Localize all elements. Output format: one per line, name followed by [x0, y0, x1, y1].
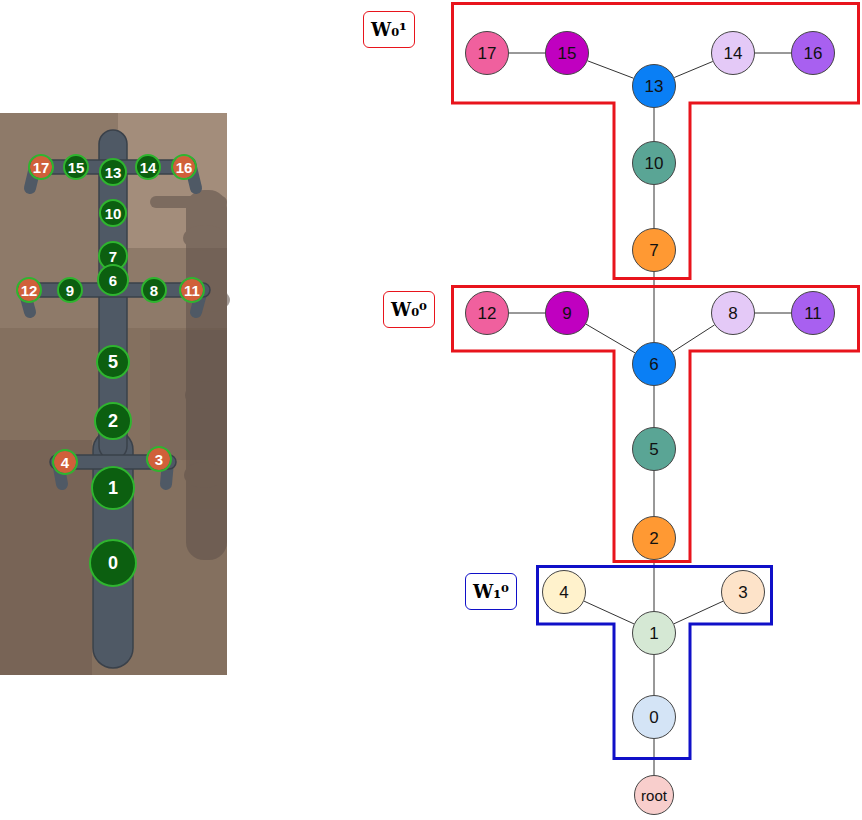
joint-number: 15 — [558, 45, 577, 62]
callout-number: 11 — [179, 277, 205, 303]
callout-number: 12 — [16, 277, 43, 304]
joint-node: 17 — [465, 31, 509, 75]
joint-node: 15 — [545, 31, 589, 75]
weight-label: W₀⁰ — [383, 291, 435, 328]
joint-number: 17 — [478, 45, 497, 62]
joint-number: 10 — [645, 155, 664, 172]
joint-node: 6 — [632, 342, 676, 386]
tree-edge — [674, 601, 723, 624]
callout-number: 5 — [96, 345, 130, 379]
joint-number: 9 — [562, 305, 571, 322]
tree-edge — [509, 313, 545, 314]
callout-number: 8 — [141, 277, 167, 303]
joint-number: 4 — [559, 584, 568, 601]
joint-node: root — [634, 775, 674, 815]
callout-number: 16 — [171, 154, 198, 181]
joint-node: 13 — [632, 64, 676, 108]
joint-node: 14 — [711, 31, 755, 75]
joint-number: 12 — [478, 305, 497, 322]
joint-node: 8 — [711, 291, 755, 335]
joint-node: 2 — [632, 516, 676, 560]
joint-number: 7 — [649, 242, 658, 259]
tree-edge — [586, 324, 635, 353]
tree-edge — [654, 386, 655, 427]
group-outline-path — [453, 4, 859, 279]
weight-label: W₀¹ — [363, 11, 415, 48]
tree-edge — [672, 325, 714, 352]
joint-node: 12 — [465, 291, 509, 335]
group-outline-path — [538, 567, 772, 759]
tree-edge — [584, 601, 634, 624]
tree-edge — [674, 61, 712, 77]
weight-group: W₀¹1715141613107 — [451, 2, 860, 280]
joint-number: 14 — [724, 45, 743, 62]
tree-edge — [509, 53, 545, 54]
joint-number: 6 — [649, 356, 658, 373]
joint-node: 11 — [791, 291, 835, 335]
callout-number: 2 — [94, 402, 132, 440]
weight-group: W₀⁰129811652 — [451, 285, 860, 563]
weight-label: W₁⁰ — [465, 573, 517, 610]
joint-node: 16 — [791, 31, 835, 75]
tree-edge — [654, 655, 655, 695]
callout-number: 9 — [57, 277, 83, 303]
callout-number: 4 — [52, 449, 78, 475]
callout-number: 13 — [99, 158, 127, 186]
joint-node: 1 — [632, 611, 676, 655]
tree-edge — [755, 313, 791, 314]
weight-group: W₁⁰4310 — [536, 565, 773, 760]
joint-number: 5 — [649, 441, 658, 458]
tree-edge — [755, 53, 791, 54]
callout-number: 15 — [63, 154, 90, 181]
joint-number: 1 — [649, 625, 658, 642]
joint-node: 0 — [632, 695, 676, 739]
tree-edge — [654, 471, 655, 516]
tree-edge — [654, 108, 655, 141]
callout-number: 17 — [28, 154, 55, 181]
callout-number: 6 — [97, 264, 129, 296]
callout-number: 14 — [135, 154, 162, 181]
tree-edge — [654, 272, 655, 342]
callout-number: 1 — [91, 466, 135, 510]
tree-edge — [654, 185, 655, 228]
group-outline-path — [453, 287, 859, 562]
joint-node: 3 — [721, 570, 765, 614]
joint-number: 11 — [804, 305, 822, 322]
callout-number: 10 — [99, 199, 127, 227]
joint-number: 8 — [728, 305, 737, 322]
joint-node: 5 — [632, 427, 676, 471]
joint-node: 7 — [632, 228, 676, 272]
joint-number: 13 — [645, 78, 664, 95]
joint-node: 4 — [542, 570, 586, 614]
joint-number: 3 — [738, 584, 747, 601]
joint-number: root — [641, 788, 667, 803]
joint-number: 2 — [649, 530, 658, 547]
callout-number: 3 — [146, 446, 172, 472]
joint-node: 9 — [545, 291, 589, 335]
joint-number: 0 — [649, 709, 658, 726]
joint-node: 10 — [632, 141, 676, 185]
joint-number: 16 — [804, 45, 823, 62]
tree-edge — [588, 61, 634, 78]
callout-number: 0 — [89, 539, 137, 587]
